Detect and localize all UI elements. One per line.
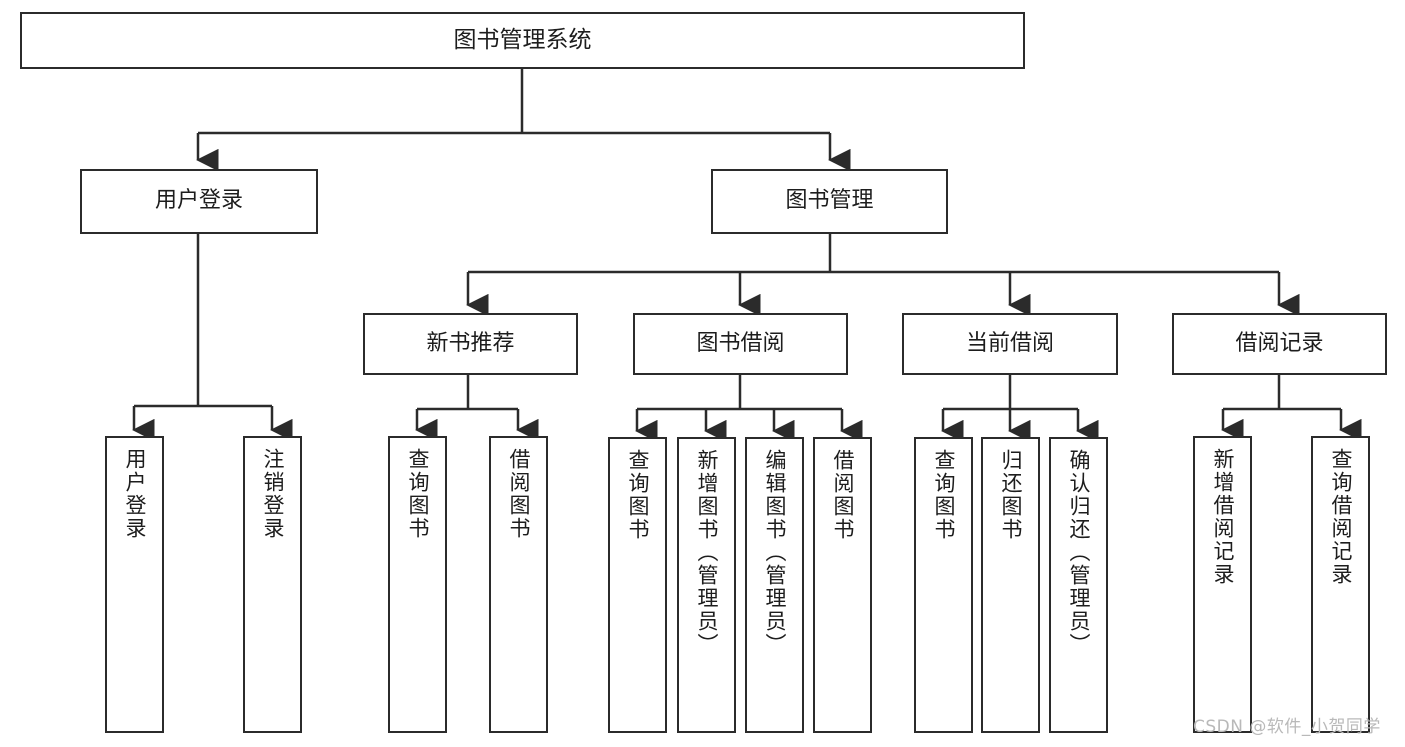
- node-leaf-query-book-label: 查询图书: [626, 449, 650, 541]
- node-leaf-add-book[interactable]: 新增图书（管理员）: [677, 437, 736, 733]
- node-leaf-query-book-current-label: 查询图书: [932, 449, 956, 541]
- node-leaf-query-book-current[interactable]: 查询图书: [914, 437, 973, 733]
- node-book-manage[interactable]: 图书管理: [711, 169, 948, 234]
- node-current-borrow-label: 当前借阅: [965, 330, 1054, 356]
- node-leaf-borrow-book-rec-label: 借阅图书: [507, 448, 531, 540]
- node-leaf-add-record[interactable]: 新增借阅记录: [1193, 436, 1252, 733]
- node-book-manage-label: 图书管理: [785, 188, 874, 214]
- node-new-book-rec[interactable]: 新书推荐: [363, 313, 578, 375]
- node-leaf-query-record[interactable]: 查询借阅记录: [1311, 436, 1370, 733]
- node-borrow-record-label: 借阅记录: [1235, 330, 1324, 356]
- node-leaf-edit-book[interactable]: 编辑图书（管理员）: [745, 437, 804, 733]
- node-user-login[interactable]: 用户登录: [80, 169, 318, 234]
- csdn-watermark: CSDN @软件_小贺同学: [1193, 717, 1381, 737]
- node-leaf-user-login-label: 用户登录: [123, 448, 147, 540]
- node-leaf-return-book-label: 归还图书: [999, 449, 1023, 541]
- node-leaf-query-book[interactable]: 查询图书: [608, 437, 667, 733]
- node-leaf-logout-label: 注销登录: [261, 448, 285, 540]
- node-leaf-confirm-return[interactable]: 确认归还（管理员）: [1049, 437, 1108, 733]
- node-leaf-borrow-book[interactable]: 借阅图书: [813, 437, 872, 733]
- node-leaf-confirm-return-label: 确认归还（管理员）: [1067, 449, 1091, 656]
- node-new-book-rec-label: 新书推荐: [426, 330, 515, 356]
- node-leaf-edit-book-label: 编辑图书（管理员）: [763, 449, 787, 656]
- node-root[interactable]: 图书管理系统: [20, 12, 1025, 69]
- node-book-borrow[interactable]: 图书借阅: [633, 313, 848, 375]
- node-leaf-logout[interactable]: 注销登录: [243, 436, 302, 733]
- node-user-login-label: 用户登录: [154, 188, 243, 214]
- node-leaf-return-book[interactable]: 归还图书: [981, 437, 1040, 733]
- node-current-borrow[interactable]: 当前借阅: [902, 313, 1118, 375]
- node-borrow-record[interactable]: 借阅记录: [1172, 313, 1387, 375]
- node-leaf-add-record-label: 新增借阅记录: [1211, 448, 1235, 586]
- node-leaf-borrow-book-label: 借阅图书: [831, 449, 855, 541]
- node-leaf-add-book-label: 新增图书（管理员）: [695, 449, 719, 656]
- node-root-label: 图书管理系统: [453, 26, 592, 53]
- node-leaf-user-login[interactable]: 用户登录: [105, 436, 164, 733]
- node-leaf-query-book-rec-label: 查询图书: [406, 448, 430, 540]
- node-leaf-borrow-book-rec[interactable]: 借阅图书: [489, 436, 548, 733]
- node-leaf-query-book-rec[interactable]: 查询图书: [388, 436, 447, 733]
- node-book-borrow-label: 图书借阅: [696, 330, 785, 356]
- node-leaf-query-record-label: 查询借阅记录: [1329, 448, 1353, 586]
